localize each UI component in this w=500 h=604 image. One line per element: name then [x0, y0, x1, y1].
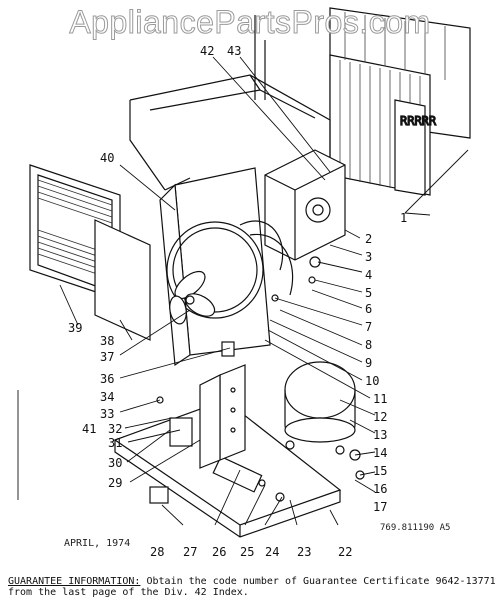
- callout-17: 17: [373, 500, 387, 514]
- callout-11: 11: [373, 392, 387, 406]
- callout-37: 37: [100, 350, 114, 364]
- callout-8: 8: [365, 338, 372, 352]
- callout-33: 33: [100, 407, 114, 421]
- motor-bracket: [264, 149, 346, 261]
- callout-10: 10: [365, 374, 379, 388]
- callout-labels: 1 2 3 4 5 6 7 8 9 10 11 12 13 14 15 16 1…: [68, 44, 407, 559]
- callout-30: 30: [108, 456, 122, 470]
- callout-9: 9: [365, 356, 372, 370]
- callout-31: 31: [108, 436, 122, 450]
- guarantee-heading: GUARANTEE INFORMATION:: [8, 576, 141, 587]
- callout-14: 14: [373, 446, 387, 460]
- revision-date: APRIL, 1974: [64, 538, 131, 549]
- fan-blade: [169, 270, 216, 325]
- callout-38: 38: [100, 334, 114, 348]
- callout-32: 32: [108, 422, 122, 436]
- callout-42: 42: [200, 44, 214, 58]
- small-parts: [149, 256, 365, 504]
- callout-2: 2: [365, 232, 372, 246]
- callout-4: 4: [365, 268, 372, 282]
- callout-7: 7: [365, 320, 372, 334]
- callout-39: 39: [68, 321, 82, 335]
- callout-40: 40: [100, 151, 114, 165]
- callout-27: 27: [183, 545, 197, 559]
- callout-1: 1: [400, 211, 407, 225]
- compressor: [284, 361, 356, 455]
- callout-24: 24: [265, 545, 279, 559]
- callout-26: 26: [212, 545, 226, 559]
- callout-36: 36: [100, 372, 114, 386]
- callout-28: 28: [150, 545, 164, 559]
- callout-22: 22: [338, 545, 352, 559]
- guarantee-info: GUARANTEE INFORMATION: Obtain the code n…: [8, 576, 498, 598]
- callout-13: 13: [373, 428, 387, 442]
- svg-text:RRRRR: RRRRR: [400, 114, 437, 128]
- callout-12: 12: [373, 410, 387, 424]
- callout-15: 15: [373, 464, 387, 478]
- watermark: AppliancePartsPros.com: [69, 4, 431, 41]
- leader-lines: [17, 56, 469, 526]
- base-pan: [113, 399, 342, 538]
- cabinet-shell: [129, 15, 331, 191]
- callout-25: 25: [240, 545, 254, 559]
- filter-panel: [94, 219, 151, 341]
- callout-23: 23: [297, 545, 311, 559]
- callout-43: 43: [227, 44, 241, 58]
- guarantee-text: Obtain the code number of Guarantee Cert…: [8, 576, 496, 598]
- callout-29: 29: [108, 476, 122, 490]
- drawing-number: 769.811190 A5: [380, 523, 451, 533]
- callout-5: 5: [365, 286, 372, 300]
- callout-16: 16: [373, 482, 387, 496]
- control-bracket: [199, 364, 246, 469]
- callout-3: 3: [365, 250, 372, 264]
- callout-34: 34: [100, 390, 114, 404]
- callout-6: 6: [365, 302, 372, 316]
- callout-41: 41: [82, 422, 96, 436]
